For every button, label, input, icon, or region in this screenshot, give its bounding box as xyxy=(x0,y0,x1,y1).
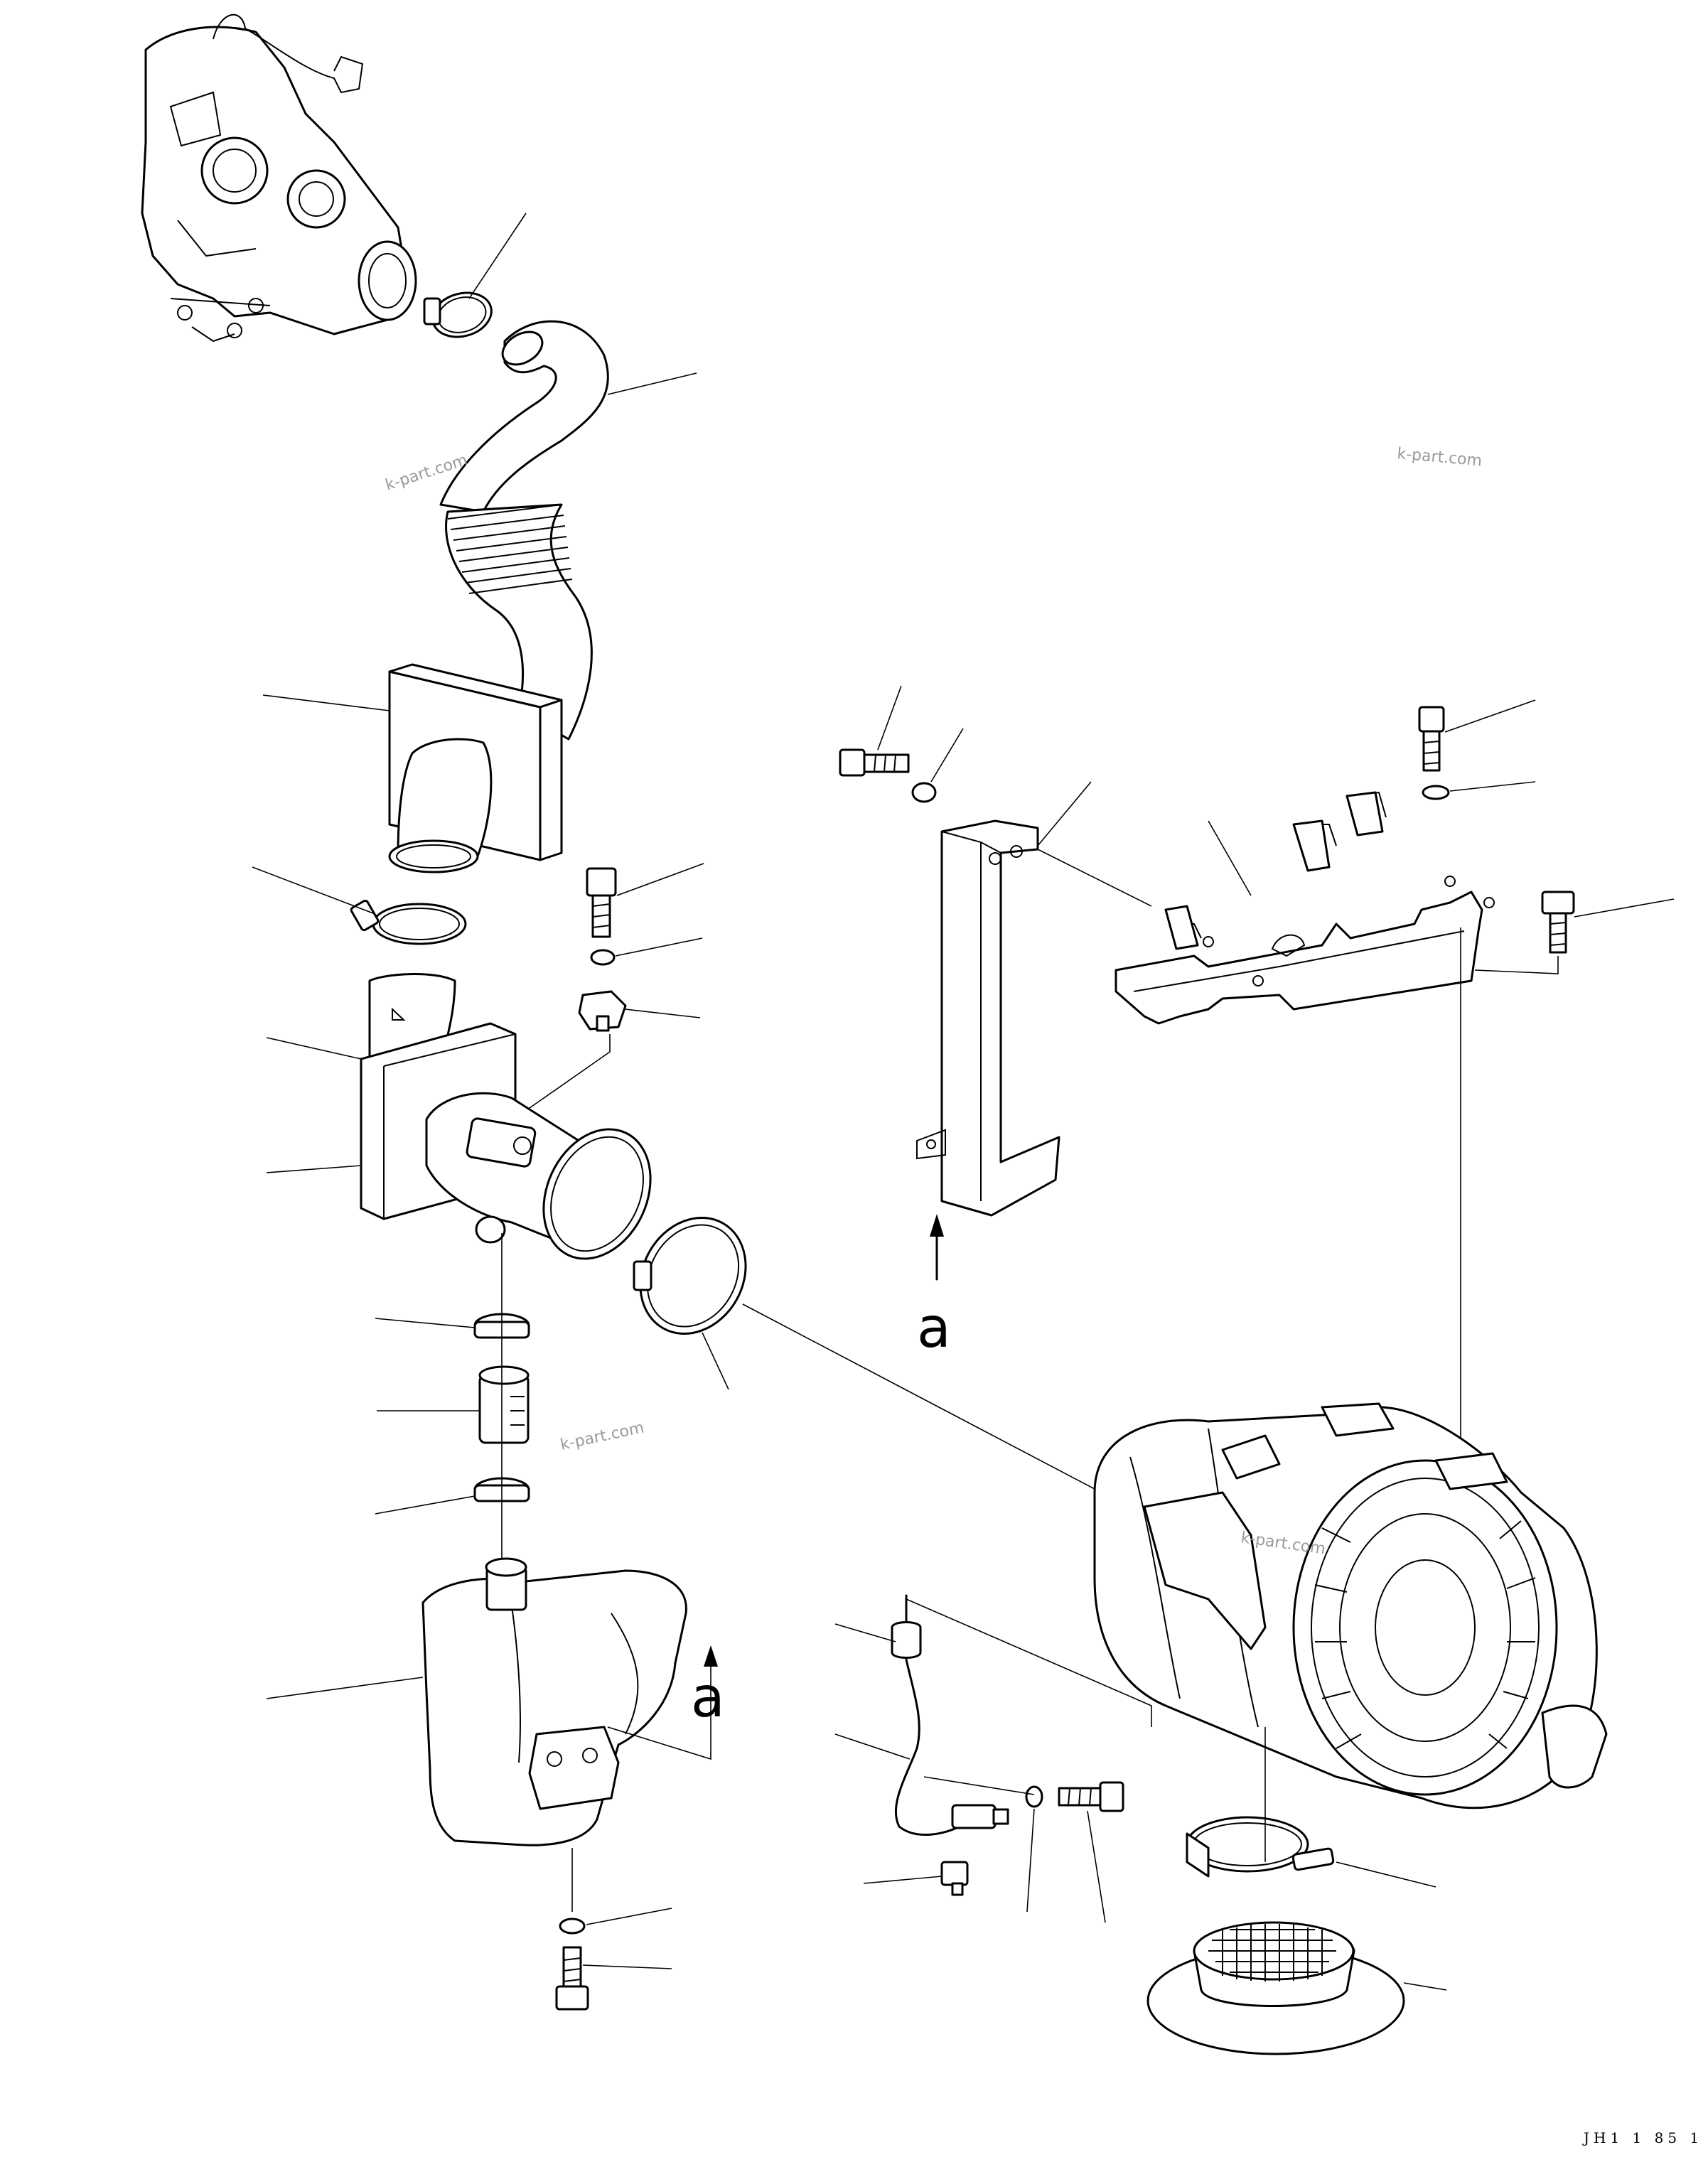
air-duct-connector xyxy=(360,973,652,1260)
callout-line-1 xyxy=(468,213,527,299)
callout-line-23 xyxy=(1574,898,1675,918)
callout-line-30 xyxy=(1403,1982,1447,1991)
callout-line-3 xyxy=(262,694,390,711)
washer-bracket xyxy=(911,782,937,803)
connect-line-4 xyxy=(1037,849,1152,907)
aftertreatment-unit xyxy=(1093,1402,1608,1809)
connector-clip xyxy=(940,1861,969,1896)
connect-line-1 xyxy=(742,1303,1095,1490)
view-marker-a-upper: a xyxy=(917,1296,951,1360)
callout-line-14 xyxy=(266,1677,424,1699)
connect-line-9 xyxy=(923,1776,1035,1795)
hose-clamp-mid xyxy=(350,899,467,945)
washer-lower xyxy=(559,1918,586,1935)
frame-bracket xyxy=(1115,791,1495,1025)
hose-bellows xyxy=(447,504,573,594)
callout-line-19 xyxy=(1037,781,1092,846)
callout-line-7 xyxy=(625,1009,701,1018)
bolt-bracket-top xyxy=(839,748,910,777)
watermark: k-part.com xyxy=(1396,445,1483,470)
callout-line-18 xyxy=(930,728,964,782)
washer-frame xyxy=(1422,785,1450,800)
turbocharger xyxy=(141,14,417,343)
outlet-screen-cap xyxy=(1146,1921,1405,2055)
callout-line-21 xyxy=(1444,699,1536,733)
connect-line-5 xyxy=(1474,956,1559,974)
callout-line-17 xyxy=(877,685,902,751)
connect-line-8 xyxy=(906,1596,1152,1727)
callout-line-4 xyxy=(252,866,374,914)
callout-line-25 xyxy=(834,1733,911,1760)
band-clamp-outlet xyxy=(1186,1816,1335,1878)
precleaner-tank xyxy=(421,1557,687,1846)
watermark: k-part.com xyxy=(559,1419,645,1454)
mesh-pattern xyxy=(1208,1924,1336,1981)
bolt-frame-right xyxy=(1541,891,1575,954)
air-intake-hose xyxy=(439,320,609,741)
hose-clamp-top xyxy=(423,291,493,338)
view-marker-a-lower: a xyxy=(691,1666,725,1730)
callout-line-22 xyxy=(1449,781,1536,792)
pressure-sensor xyxy=(578,990,627,1032)
callout-line-6 xyxy=(615,937,703,957)
callout-line-5 xyxy=(616,863,704,896)
bolt-upper xyxy=(586,867,617,938)
callout-line-8 xyxy=(266,1037,362,1060)
callout-line-13 xyxy=(375,1495,476,1515)
view-arrow-leader xyxy=(607,1652,711,1760)
callout-line-16 xyxy=(582,1964,672,1969)
callout-line-24 xyxy=(834,1623,896,1642)
callout-line-2 xyxy=(607,372,697,395)
callout-line-10 xyxy=(702,1332,729,1390)
bolt-lower xyxy=(555,1946,589,2011)
callout-line-20 xyxy=(1208,820,1252,896)
callout-line-27 xyxy=(1026,1808,1035,1913)
large-hose-clamp xyxy=(633,1216,747,1335)
sensor-leader xyxy=(507,1034,611,1124)
view-arrow-head-lower xyxy=(704,1645,718,1667)
drawing-code: JH1 1 85 1 7 xyxy=(1582,2129,1708,2146)
bolt-sensor xyxy=(1058,1781,1124,1812)
callout-line-29 xyxy=(1336,1861,1436,1888)
callout-line-11 xyxy=(375,1318,476,1328)
callout-line-15 xyxy=(586,1908,672,1925)
callout-line-9 xyxy=(266,1165,362,1173)
temperature-sensor-harness xyxy=(891,1594,1009,1836)
washer-upper xyxy=(590,949,616,966)
short-hose xyxy=(478,1365,530,1444)
washer-sensor xyxy=(1025,1785,1043,1808)
bolt-frame-top xyxy=(1418,706,1445,772)
support-bracket xyxy=(916,819,1060,1217)
callout-line-26 xyxy=(863,1876,942,1884)
upper-air-box xyxy=(388,663,563,873)
view-arrow-head-upper xyxy=(930,1214,944,1237)
callout-line-28 xyxy=(1087,1810,1106,1923)
